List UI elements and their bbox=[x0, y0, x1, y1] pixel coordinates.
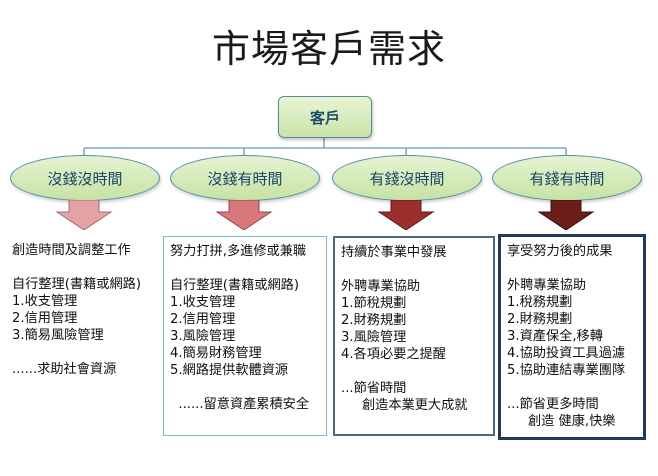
detail-line: 持續於事業中發展 bbox=[341, 245, 447, 260]
detail-line: 創造本業更大成就 bbox=[341, 398, 468, 413]
detail-line: 努力打拼,多進修或兼職 bbox=[170, 244, 307, 259]
root-node-customer: 客戶 bbox=[278, 96, 372, 138]
detail-box-no-money-no-time: 創造時間及調整工作自行整理(書籍或網路) 1.收支管理 2.信用管理 3.簡易風險管理… bbox=[6, 236, 160, 436]
detail-line: 2.信用管理 bbox=[12, 311, 78, 326]
down-arrow-shape bbox=[215, 200, 273, 230]
detail-line bbox=[12, 259, 154, 276]
detail-line: 3.簡易風險管理 bbox=[12, 328, 104, 343]
down-arrow-icon-1 bbox=[55, 200, 113, 230]
category-node-has-money-has-time: 有錢有時間 bbox=[492, 155, 642, 201]
down-arrow-icon-3 bbox=[377, 200, 435, 230]
detail-line: 1.稅務規劃 bbox=[507, 295, 573, 310]
detail-line: 2.財務規劃 bbox=[507, 312, 573, 327]
detail-line: 自行整理(書籍或網路) bbox=[170, 278, 299, 293]
detail-line bbox=[12, 344, 154, 361]
detail-line bbox=[170, 379, 320, 396]
detail-line: ......求助社會資源 bbox=[12, 362, 117, 377]
detail-line: 4.簡易財務管理 bbox=[170, 346, 262, 361]
down-arrow-shape bbox=[377, 200, 435, 230]
detail-line: 自行整理(書籍或網路) bbox=[12, 277, 141, 292]
category-node-has-money-no-time: 有錢沒時間 bbox=[332, 155, 482, 201]
detail-line bbox=[170, 260, 320, 277]
detail-line bbox=[341, 363, 487, 380]
detail-line: 1.收支管理 bbox=[170, 295, 236, 310]
detail-line: 外聘專業協助 bbox=[507, 278, 587, 293]
detail-line bbox=[507, 379, 637, 396]
detail-line: 2.財務規劃 bbox=[341, 313, 407, 328]
detail-line: ......留意資產累積安全 bbox=[170, 397, 310, 412]
detail-line: 創造 健康,快樂 bbox=[507, 414, 616, 429]
detail-line: 2.信用管理 bbox=[170, 312, 236, 327]
detail-line: 3.資產保全,移轉 bbox=[507, 329, 603, 344]
detail-line bbox=[507, 260, 637, 277]
detail-line: 5.協助連結專業團隊 bbox=[507, 363, 626, 378]
detail-line: 創造時間及調整工作 bbox=[12, 243, 131, 258]
category-node-no-money-no-time: 沒錢沒時間 bbox=[10, 155, 160, 201]
detail-box-has-money-has-time: 享受努力後的成果外聘專業協助 1.稅務規劃 2.財務規劃 3.資產保全,移轉 4.協助投… bbox=[498, 234, 646, 440]
page-title: 市場客戶需求 bbox=[211, 27, 446, 71]
detail-line: 1.收支管理 bbox=[12, 294, 78, 309]
down-arrow-icon-4 bbox=[537, 200, 595, 230]
detail-line bbox=[341, 261, 487, 278]
detail-line: 4.協助投資工具過濾 bbox=[507, 346, 626, 361]
detail-line: 3.風險管理 bbox=[341, 330, 407, 345]
detail-line: ...節省更多時間 bbox=[507, 397, 599, 412]
detail-line: 享受努力後的成果 bbox=[507, 244, 613, 259]
down-arrow-shape bbox=[55, 200, 113, 230]
down-arrow-icon-2 bbox=[215, 200, 273, 230]
detail-line: 4.各項必要之提醒 bbox=[341, 347, 446, 362]
detail-box-has-money-no-time: 持續於事業中發展外聘專業協助 1.節稅規劃 2.財務規劃 3.風險管理 4.各項必要之提… bbox=[333, 236, 495, 436]
detail-line: 1.節稅規劃 bbox=[341, 296, 407, 311]
detail-line: ...節省時間 bbox=[341, 381, 407, 396]
category-node-no-money-has-time: 沒錢有時間 bbox=[170, 155, 320, 201]
detail-line: 外聘專業協助 bbox=[341, 279, 421, 294]
detail-line: 3.風險管理 bbox=[170, 329, 236, 344]
down-arrow-shape bbox=[537, 200, 595, 230]
detail-line: 5.網路提供軟體資源 bbox=[170, 363, 289, 378]
detail-box-no-money-has-time: 努力打拼,多進修或兼職自行整理(書籍或網路) 1.收支管理 2.信用管理 3.風險管理… bbox=[163, 236, 327, 436]
